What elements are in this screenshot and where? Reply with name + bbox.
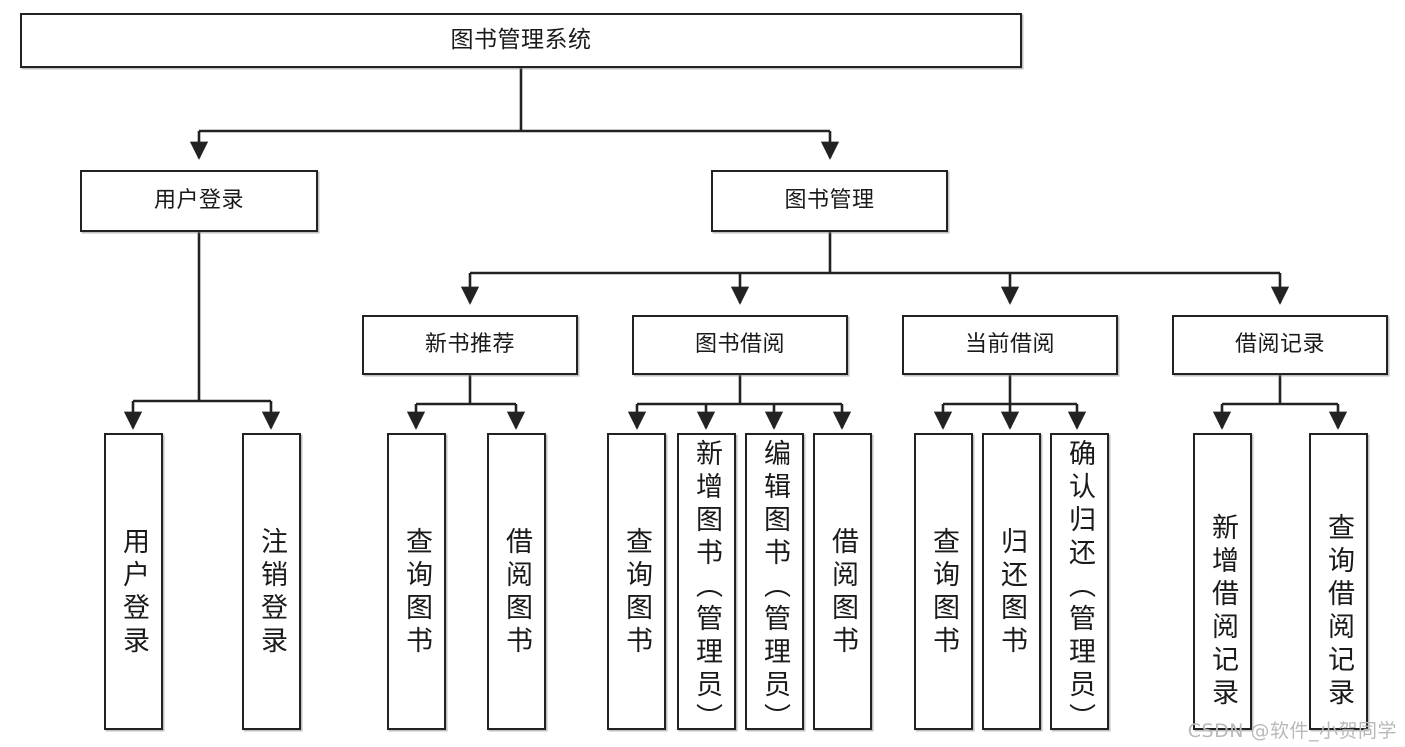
node-book-management[interactable]: 图书管理	[711, 170, 948, 232]
node-user-login[interactable]: 用户登录	[80, 170, 318, 232]
node-label: 图书管理系统	[450, 26, 592, 53]
leaf-borrow-query-book[interactable]: 查询图书	[607, 433, 666, 730]
node-label: 图书管理	[784, 187, 875, 213]
node-label: 查询图书	[621, 527, 652, 659]
node-label: 新书推荐	[424, 331, 515, 357]
node-label: 当前借阅	[964, 331, 1055, 357]
node-label: 新增借阅记录	[1207, 513, 1238, 711]
leaf-current-return-book[interactable]: 归还图书	[982, 433, 1041, 730]
leaf-record-query-record[interactable]: 查询借阅记录	[1309, 433, 1368, 730]
node-label: 查询借阅记录	[1323, 513, 1354, 711]
node-label: 用户登录	[118, 527, 149, 659]
node-label: 编辑图书（管理员）	[759, 439, 790, 736]
node-borrow-record[interactable]: 借阅记录	[1172, 315, 1388, 375]
leaf-current-confirm-return-admin[interactable]: 确认归还（管理员）	[1050, 433, 1109, 736]
node-label: 借阅图书	[501, 527, 532, 659]
node-new-book-recommend[interactable]: 新书推荐	[362, 315, 578, 375]
node-label: 用户登录	[153, 187, 244, 213]
node-label: 确认归还（管理员）	[1064, 439, 1095, 736]
leaf-recommend-borrow-book[interactable]: 借阅图书	[487, 433, 546, 730]
node-current-borrow[interactable]: 当前借阅	[902, 315, 1118, 375]
node-label: 查询图书	[928, 527, 959, 659]
node-label: 借阅图书	[827, 527, 858, 659]
node-label: 图书借阅	[694, 331, 785, 357]
leaf-user-login-login[interactable]: 用户登录	[104, 433, 163, 730]
node-label: 归还图书	[996, 527, 1027, 659]
leaf-record-add-record[interactable]: 新增借阅记录	[1193, 433, 1252, 730]
leaf-user-login-logout[interactable]: 注销登录	[242, 433, 301, 730]
node-label: 新增图书（管理员）	[691, 439, 722, 736]
node-book-borrow[interactable]: 图书借阅	[632, 315, 848, 375]
leaf-recommend-query-book[interactable]: 查询图书	[387, 433, 446, 730]
leaf-current-query-book[interactable]: 查询图书	[914, 433, 973, 730]
node-root-system[interactable]: 图书管理系统	[20, 13, 1022, 68]
csdn-watermark: CSDN @软件_小贺同学	[1187, 720, 1397, 742]
leaf-borrow-edit-book-admin[interactable]: 编辑图书（管理员）	[745, 433, 804, 736]
leaf-borrow-add-book-admin[interactable]: 新增图书（管理员）	[677, 433, 736, 736]
leaf-borrow-borrow-book[interactable]: 借阅图书	[813, 433, 872, 730]
node-label: 查询图书	[401, 527, 432, 659]
node-label: 借阅记录	[1234, 331, 1325, 357]
node-label: 注销登录	[256, 527, 287, 659]
